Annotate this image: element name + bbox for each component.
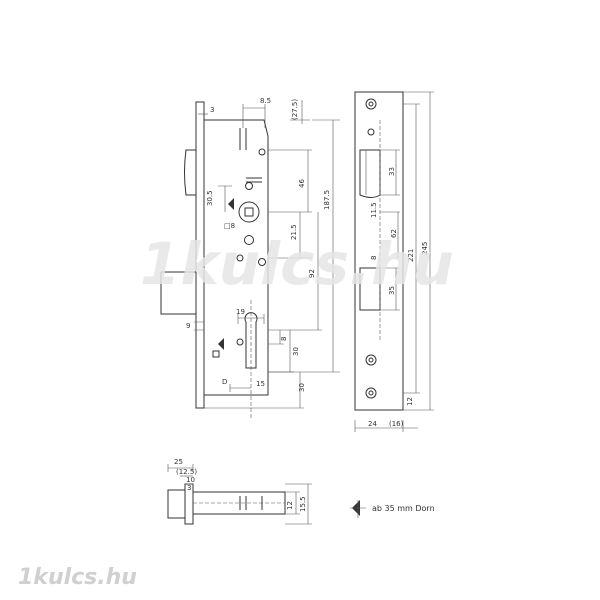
dim-label: 92: [308, 269, 316, 278]
front-view: 3 8.5 (27.5) 46 30.5 187.5 21.5 □8 92 19…: [160, 97, 340, 420]
latch-opening: [359, 149, 381, 198]
watermark-center: 1kulcs.hu: [140, 230, 454, 298]
dim-line: [167, 464, 194, 472]
screw-hole-inner: [368, 357, 374, 363]
dim-line: [380, 267, 400, 311]
dim-line: [268, 211, 312, 259]
top-slot: [239, 128, 247, 150]
dim-label: 25: [174, 458, 183, 466]
dim-label: 24: [368, 420, 377, 428]
dim-label: 33: [388, 167, 396, 176]
screw-hole-inner: [368, 390, 374, 396]
dim-label: 19: [236, 308, 245, 316]
lever: [246, 177, 262, 183]
dorn-symbol: [228, 198, 234, 210]
dim-label: 8: [280, 337, 288, 341]
screw-hole: [365, 354, 377, 366]
dim-line: [204, 372, 304, 409]
dim-label: 12: [406, 397, 414, 406]
dim-line: [237, 314, 265, 324]
dim-label: 35: [388, 286, 396, 295]
side-detail: [239, 496, 263, 510]
dim-line: [242, 104, 266, 128]
faceplate-outline: [354, 91, 404, 411]
dim-line: [354, 420, 418, 432]
screw: [258, 258, 266, 266]
dim-label: D: [222, 378, 227, 386]
dead-bolt: [160, 271, 197, 315]
spindle-hub: [238, 201, 260, 223]
dim-label: 15.5: [299, 496, 307, 512]
dim-line: [268, 212, 322, 331]
dim-label: (12.5): [176, 468, 197, 476]
latch-bolt: [184, 149, 197, 196]
dim-line: [285, 491, 300, 515]
screw: [244, 235, 254, 245]
screw: [236, 254, 244, 262]
watermark-footer: 1kulcs.hu: [18, 565, 137, 590]
screw-hole: [365, 98, 377, 110]
screw-hole: [367, 128, 375, 136]
dim-label: (16): [389, 420, 404, 428]
screw: [236, 338, 244, 346]
dim-label: 10: [186, 476, 195, 484]
dim-label: 15: [256, 380, 265, 388]
dim-line: [290, 100, 310, 124]
screw: [245, 182, 253, 190]
dorn-cross: [350, 500, 366, 518]
screw: [258, 148, 266, 156]
dim-label: 3: [210, 106, 214, 114]
dim-line: [380, 211, 400, 258]
dim-label: 30: [298, 383, 306, 392]
dim-label: 30.5: [206, 190, 214, 206]
dim-line: [268, 149, 312, 212]
dim-line: [218, 185, 232, 212]
dim-line: [403, 103, 420, 394]
dim-label: 21.5: [290, 224, 298, 240]
dim-label: (27.5): [291, 99, 299, 120]
dim-label: 221: [407, 249, 415, 262]
dim-label: 8.5: [260, 97, 271, 105]
side-bolt: [167, 489, 186, 519]
dim-line: [194, 321, 204, 331]
screw-hole: [365, 387, 377, 399]
dim-label: 46: [298, 179, 306, 188]
dim-label: 30: [292, 347, 300, 356]
dim-label: □8: [224, 222, 235, 230]
dim-line: [380, 149, 400, 196]
faceplate-view: 33 11.5 62 8 221 245 35 12 24 (16): [354, 91, 434, 432]
dim-label: 3: [187, 484, 191, 492]
lock-case: [203, 119, 269, 396]
dim-label: 187.5: [323, 190, 331, 210]
dim-line: [268, 330, 284, 345]
dim-label: 9: [186, 322, 190, 330]
dim-label: 12: [286, 501, 294, 510]
spindle-square: [244, 207, 254, 217]
dim-line: [268, 330, 294, 373]
dim-label: 11.5: [370, 202, 378, 218]
legend-text: ab 35 mm Dorn: [372, 504, 435, 513]
dim-line: [403, 91, 434, 411]
dorn-symbol: [218, 338, 224, 350]
dim-line: [229, 384, 251, 392]
small-square: [212, 350, 220, 358]
dim-label: 245: [421, 242, 429, 255]
side-view: 25 (12.5) 10 3 12 15.5: [167, 458, 312, 525]
screw-hole-inner: [368, 101, 374, 107]
dim-label: 62: [390, 229, 398, 238]
legend: ab 35 mm Dorn: [350, 500, 435, 518]
dim-line: [285, 483, 312, 525]
dim-label: 8: [370, 256, 378, 260]
